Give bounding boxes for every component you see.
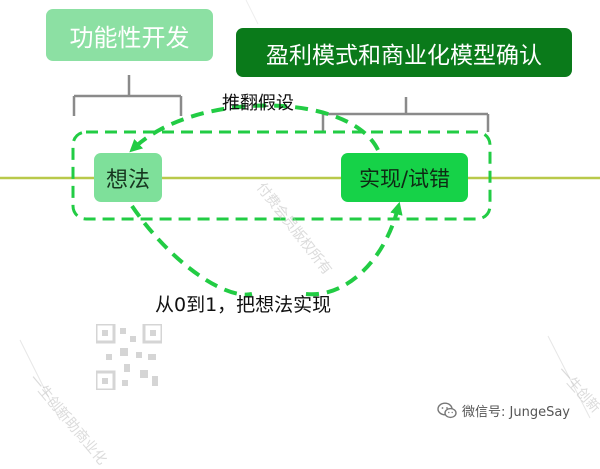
watermark-line [547, 335, 591, 419]
arrow-zero-to-one-left [130, 204, 253, 297]
diagram-lines [0, 0, 600, 421]
watermark-line [19, 339, 61, 421]
label-zero-to-one: 从0到1，把想法实现 [155, 294, 332, 316]
node-feature-development: 功能性开发 [46, 9, 213, 61]
watermark-line [245, 0, 259, 25]
node-profit-model: 盈利模式和商业化模型确认 [236, 28, 572, 77]
bracket-profit [321, 97, 490, 132]
node-idea: 想法 [94, 153, 162, 202]
node-implementation-trial: 实现/试错 [341, 153, 468, 202]
arrow-overturn [129, 103, 380, 153]
wechat-icon [437, 402, 457, 419]
qr-code-watermark [96, 324, 162, 390]
wechat-id: 微信号: JungeSay [437, 401, 570, 420]
dashed-enclosure [71, 130, 492, 221]
wechat-id-text: 微信号: JungeSay [462, 405, 570, 420]
label-overturn-assumption: 推翻假设 [222, 93, 294, 114]
bracket-feature [72, 75, 183, 116]
arrow-zero-to-one-right [305, 201, 403, 297]
